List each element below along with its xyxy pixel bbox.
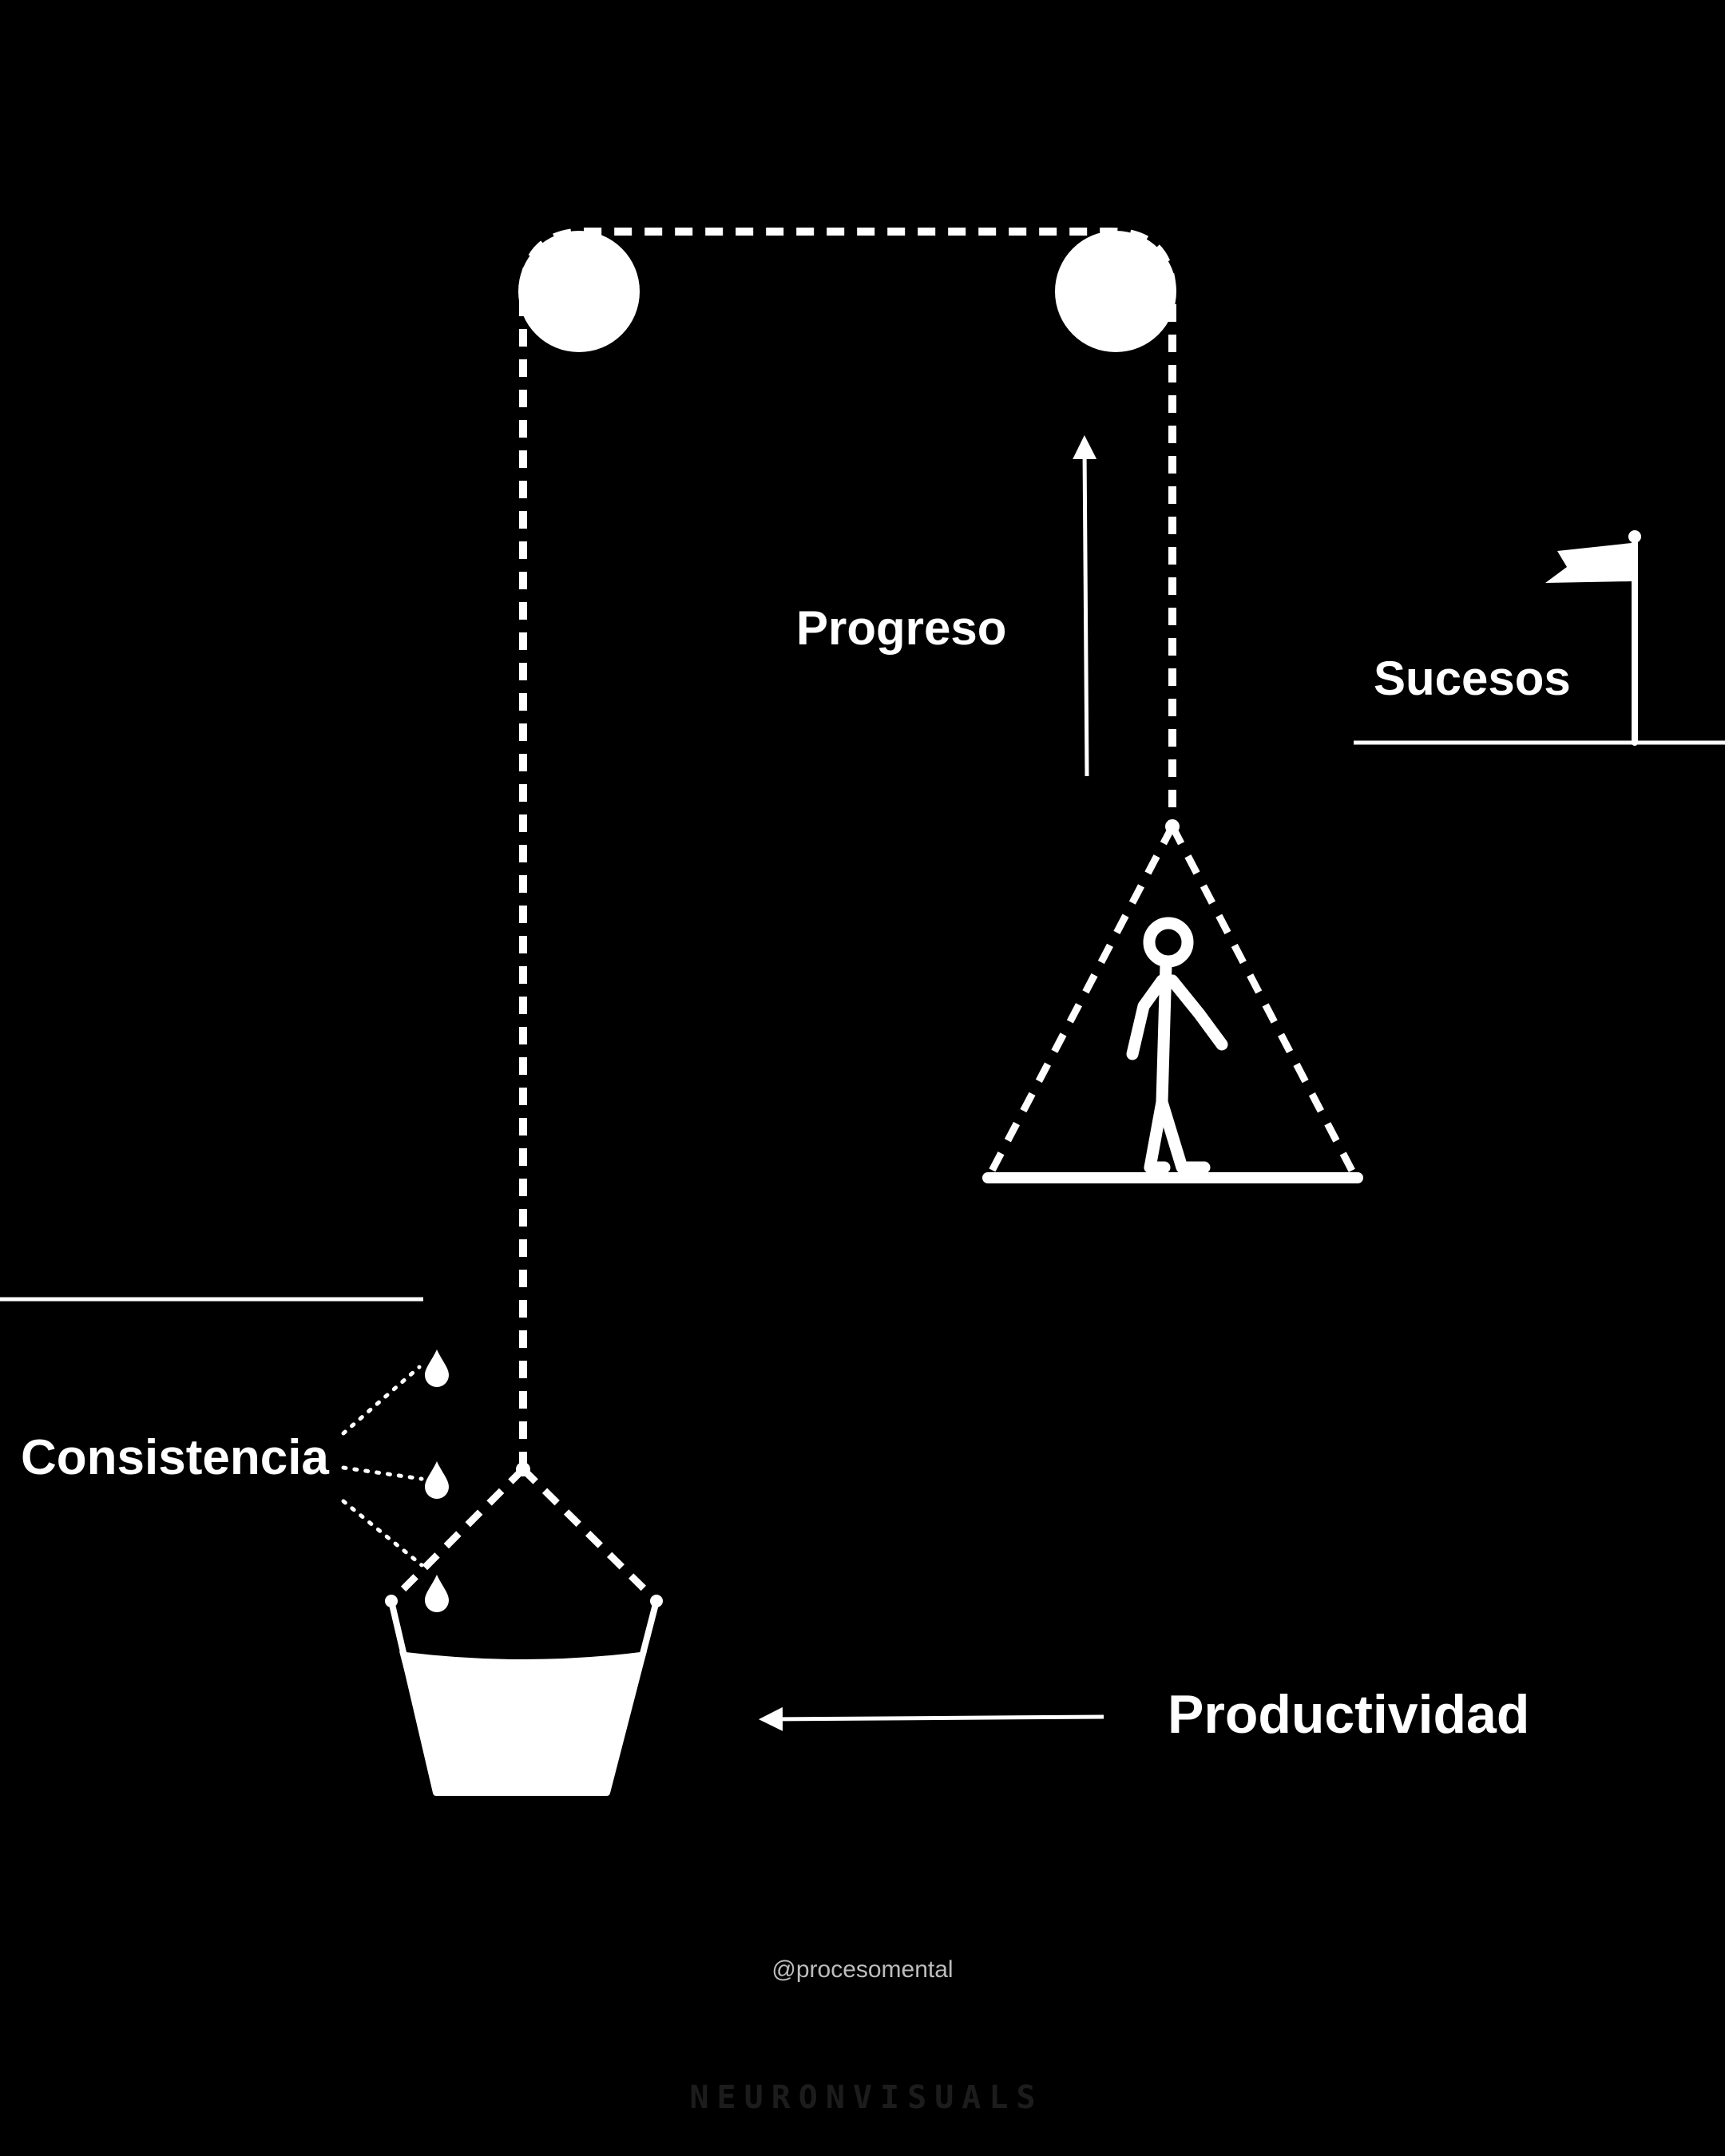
- label-consistency: Consistencia: [21, 1430, 329, 1485]
- progress-arrow-icon: [1073, 435, 1097, 777]
- watermark: NEURONVISUALS: [689, 2079, 1043, 2116]
- credit-handle: @procesomental: [771, 1956, 953, 1983]
- label-events: Sucesos: [1374, 652, 1571, 705]
- right-pulley-icon: [1055, 231, 1176, 352]
- left-pulley-icon: [518, 231, 640, 352]
- flag-icon: [1545, 530, 1641, 746]
- drop-trails: [341, 1365, 424, 1567]
- platform-swing: [982, 819, 1363, 1183]
- productivity-arrow-icon: [759, 1706, 1104, 1731]
- bucket-icon: [385, 1595, 663, 1796]
- bucket-hanger: [388, 1466, 660, 1604]
- water-drop-icon: [425, 1349, 449, 1612]
- label-productivity: Productividad: [1168, 1684, 1529, 1745]
- person-icon: [1126, 917, 1228, 1174]
- label-progress: Progreso: [796, 601, 1006, 655]
